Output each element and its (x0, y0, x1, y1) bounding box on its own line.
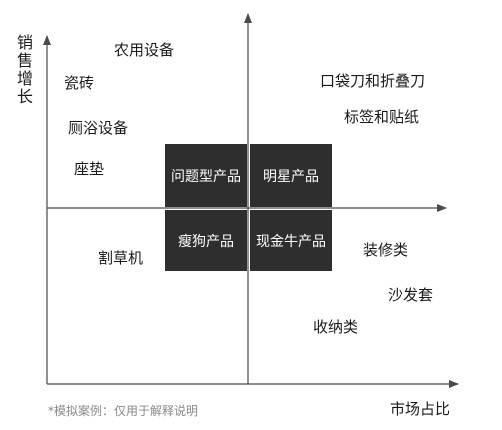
item-storage: 收纳类 (313, 318, 359, 336)
disclaimer-note: *模拟案例：仅用于解释说明 (48, 404, 199, 418)
item-farm-equipment: 农用设备 (114, 41, 175, 59)
item-pocket-knife: 口袋刀和折叠刀 (320, 72, 426, 90)
item-tiles: 瓷砖 (64, 74, 95, 92)
quadrant-cash-cow: 现金牛产品 (250, 210, 332, 271)
x-axis-label: 市场占比 (390, 400, 451, 418)
item-lawn-mower: 割草机 (98, 249, 144, 267)
quadrant-star: 明星产品 (250, 144, 332, 207)
item-decoration: 装修类 (363, 241, 409, 259)
item-sofa-cover: 沙发套 (388, 286, 434, 304)
quadrant-dog: 瘦狗产品 (165, 210, 247, 271)
quadrant-question-mark: 问题型产品 (165, 144, 247, 207)
item-bathroom-equipment: 厕浴设备 (68, 119, 129, 137)
item-cushion: 座垫 (74, 160, 105, 178)
item-labels-stickers: 标签和贴纸 (344, 108, 420, 126)
y-axis-label: 销售增长 (16, 33, 33, 106)
